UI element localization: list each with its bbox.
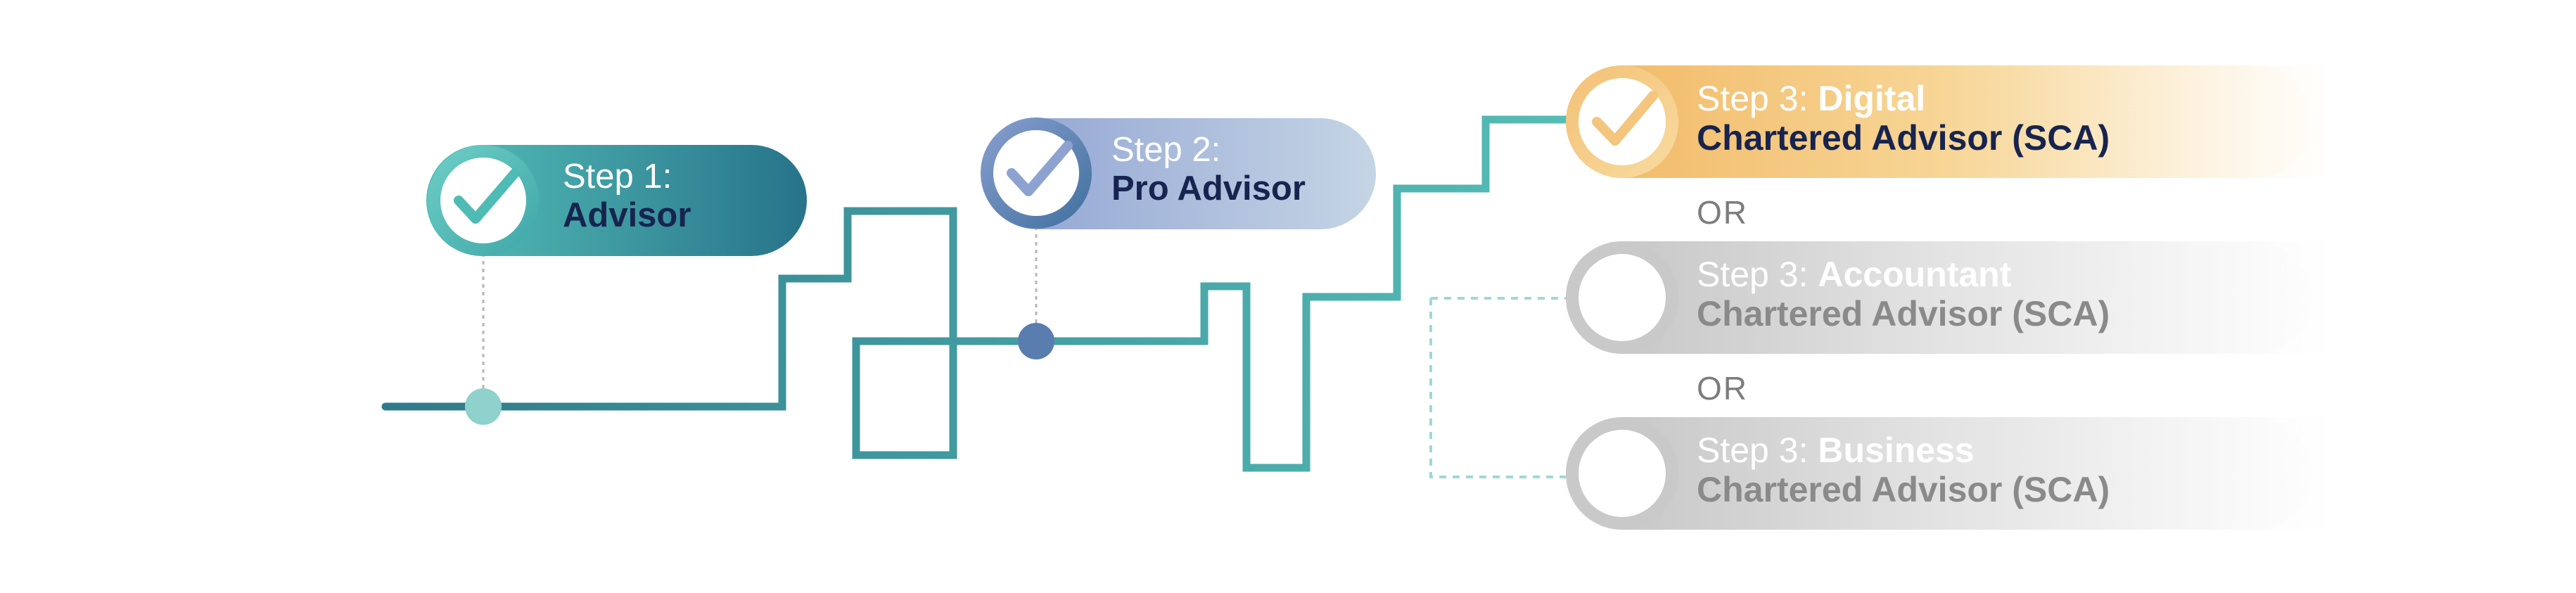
option-digital-name: Chartered Advisor (SCA)	[1697, 118, 2110, 158]
step2-title: Step 2:	[1111, 131, 1221, 169]
option-business-band	[1566, 417, 2326, 530]
option-digital-prefix: Step 3:	[1697, 79, 1809, 118]
step2-pill	[981, 117, 1376, 229]
career-path-line	[381, 115, 1573, 472]
empty-circle-icon	[1579, 254, 1666, 341]
or-separator-1: OR	[1697, 194, 1748, 231]
option-accountant-label: Step 3: Accountant Chartered Advisor (SC…	[1697, 255, 2110, 333]
step1-label: Step 1: Advisor	[563, 158, 691, 235]
step1-pill	[426, 145, 807, 256]
step1-name: Advisor	[563, 196, 691, 234]
step1-title: Step 1:	[563, 158, 672, 196]
option-digital-emphasis: Digital	[1818, 79, 1926, 118]
option-business-name: Chartered Advisor (SCA)	[1697, 470, 2110, 509]
option-digital-label: Step 3: Digital Chartered Advisor (SCA)	[1697, 79, 2110, 158]
option-accountant-emphasis: Accountant	[1818, 255, 2012, 294]
or-separator-2: OR	[1697, 370, 1748, 407]
check-icon	[1592, 91, 1658, 146]
empty-circle-icon	[1579, 430, 1666, 517]
step2-label: Step 2: Pro Advisor	[1111, 131, 1306, 208]
check-icon	[454, 168, 520, 224]
option-digital-band	[1566, 65, 2326, 178]
step2-name: Pro Advisor	[1111, 169, 1306, 208]
option-business-label: Step 3: Business Chartered Advisor (SCA)	[1697, 431, 2110, 509]
option-business-prefix: Step 3:	[1697, 431, 1809, 470]
milestone-dot-step2	[1018, 323, 1054, 359]
option-accountant-name: Chartered Advisor (SCA)	[1697, 294, 2110, 333]
milestone-dot-step1	[465, 388, 502, 425]
option-business-emphasis: Business	[1818, 431, 1975, 470]
option-accountant-prefix: Step 3:	[1697, 255, 1809, 294]
branch-connector-lower	[1429, 298, 1566, 478]
option-accountant-band	[1566, 241, 2326, 354]
check-icon	[1007, 141, 1073, 196]
